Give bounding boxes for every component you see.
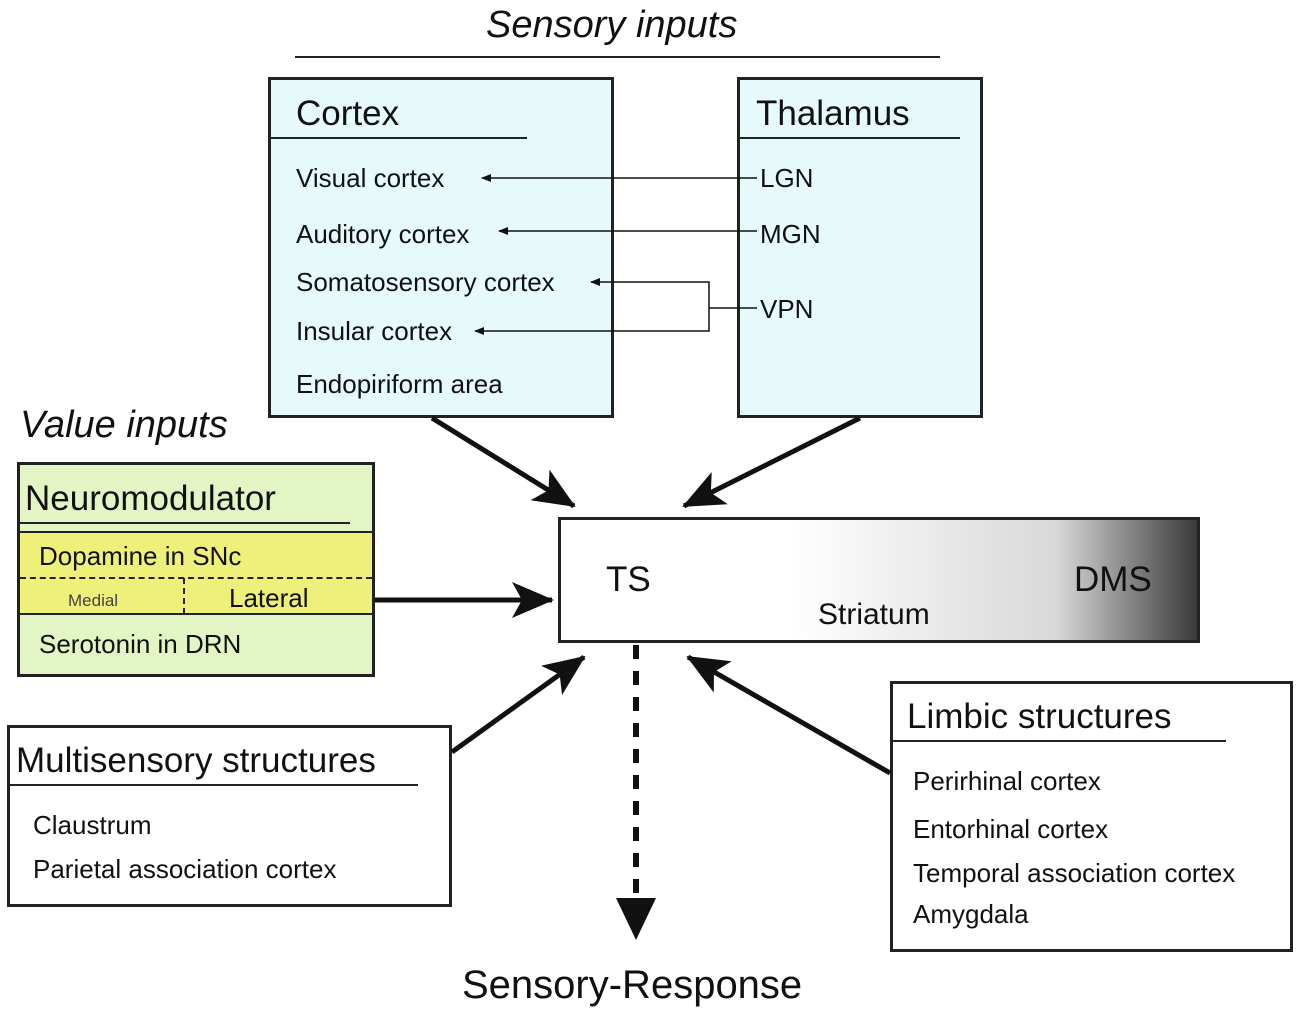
thalamus-box	[737, 77, 983, 418]
cortex-to-striatum-arrow	[430, 415, 576, 509]
striatum-label: Striatum	[818, 598, 930, 631]
perirhinal-cortex-label: Perirhinal cortex	[913, 766, 1101, 796]
endopiriform-area-label: Endopiriform area	[296, 369, 503, 399]
lateral-label: Lateral	[229, 583, 309, 613]
limbic-title-underline	[893, 740, 1226, 742]
claustrum-label: Claustrum	[33, 810, 152, 840]
mgn-label: MGN	[760, 219, 821, 249]
serotonin-label: Serotonin in DRN	[39, 629, 242, 659]
vpn-to-somatosensory-arrow	[590, 278, 710, 308]
visual-cortex-label: Visual cortex	[296, 163, 445, 193]
parietal-association-cortex-label: Parietal association cortex	[33, 854, 337, 884]
amygdala-label: Amygdala	[913, 899, 1029, 929]
sensory-response-label: Sensory-Response	[462, 963, 803, 1007]
dopamine-label: Dopamine in SNc	[39, 541, 242, 571]
multisensory-box	[7, 725, 452, 907]
multisensory-to-striatum-arrow	[450, 654, 586, 755]
thalamus-title-underline	[740, 137, 960, 139]
vpn-to-insular-arrow	[474, 308, 710, 335]
neuromodulator-title: Neuromodulator	[25, 479, 276, 518]
dms-label: DMS	[1074, 560, 1152, 599]
dopamine-band	[20, 531, 372, 615]
sensory-inputs-title: Sensory inputs	[486, 4, 738, 46]
insular-cortex-label: Insular cortex	[296, 316, 453, 346]
value-inputs-title: Value inputs	[20, 404, 228, 446]
cortex-title: Cortex	[296, 94, 400, 133]
cortex-title-underline	[271, 137, 527, 139]
striatum-box	[558, 517, 1200, 643]
thalamus-title: Thalamus	[756, 94, 910, 133]
somatosensory-cortex-label: Somatosensory cortex	[296, 267, 555, 297]
limbic-box	[890, 681, 1293, 952]
limbic-title: Limbic structures	[907, 697, 1172, 736]
multisensory-title-underline	[10, 784, 418, 786]
ts-label: TS	[606, 560, 651, 599]
lgn-label: LGN	[760, 163, 814, 193]
thalamus-to-striatum-arrow	[682, 415, 862, 509]
temporal-association-cortex-label: Temporal association cortex	[913, 858, 1236, 888]
multisensory-title: Multisensory structures	[16, 741, 376, 780]
dopamine-divider	[20, 577, 372, 579]
medial-lateral-divider	[183, 578, 185, 614]
cortex-box	[268, 77, 614, 418]
limbic-to-striatum-arrow	[686, 654, 892, 776]
sensory-inputs-underline	[295, 56, 940, 58]
medial-label: Medial	[68, 591, 119, 610]
neuromodulator-title-underline	[20, 522, 350, 524]
vpn-label: VPN	[760, 294, 814, 324]
auditory-cortex-label: Auditory cortex	[296, 219, 470, 249]
entorhinal-cortex-label: Entorhinal cortex	[913, 814, 1109, 844]
response-arrowhead	[616, 898, 656, 940]
